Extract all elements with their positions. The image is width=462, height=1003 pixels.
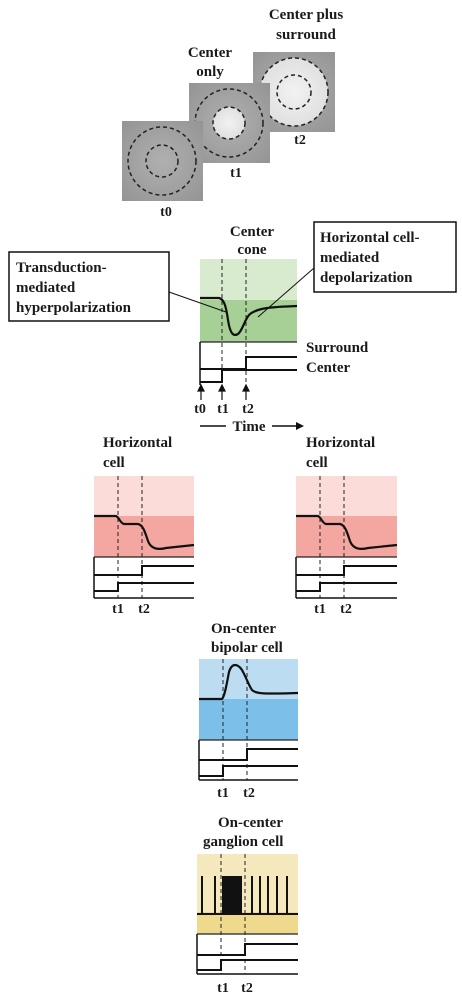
svg-text:t1: t1 xyxy=(217,981,229,996)
svg-text:On-center: On-center xyxy=(218,815,283,831)
stimulus-panel-t0 xyxy=(122,121,203,201)
cone-block: Center cone Surround Center t0 t1 t2 Tim… xyxy=(8,221,457,435)
svg-text:depolarization: depolarization xyxy=(320,270,413,286)
cone-center-step xyxy=(200,369,297,383)
time-axis-label: Time xyxy=(232,419,265,435)
cone-trace xyxy=(200,296,298,337)
svg-text:t2: t2 xyxy=(241,981,253,996)
horizontal-cell-left: Horizontal cell t1 t2 xyxy=(93,435,195,617)
label-center-plus-1: Center plus xyxy=(269,7,343,23)
cone-surround-step xyxy=(200,356,297,370)
svg-text:t1: t1 xyxy=(217,786,229,801)
svg-text:t2: t2 xyxy=(138,602,150,617)
svg-text:mediated: mediated xyxy=(16,280,76,296)
horizontal-cell-right: Horizontal cell t1 t2 xyxy=(295,435,398,617)
ganglion-cell: On-center ganglion cell t1 t2 xyxy=(196,815,298,996)
svg-text:cell: cell xyxy=(103,455,125,471)
trace-label-center: Center xyxy=(306,360,350,376)
svg-text:hyperpolarization: hyperpolarization xyxy=(16,300,132,316)
svg-text:t2: t2 xyxy=(243,786,255,801)
svg-text:t2: t2 xyxy=(340,602,352,617)
trace-label-surround: Surround xyxy=(306,340,369,356)
svg-text:cell: cell xyxy=(306,455,328,471)
label-center-only-1: Center xyxy=(188,45,232,61)
label-center-plus-2: surround xyxy=(276,27,336,43)
svg-text:mediated: mediated xyxy=(320,250,380,266)
svg-text:t1: t1 xyxy=(314,602,326,617)
panel-time-t0: t0 xyxy=(160,205,172,220)
svg-text:bipolar cell: bipolar cell xyxy=(211,640,283,656)
svg-text:Horizontal cell-: Horizontal cell- xyxy=(320,230,420,246)
time-arrows xyxy=(197,383,250,400)
panel-time-t2: t2 xyxy=(294,133,306,148)
label-center-only-2: only xyxy=(196,64,224,80)
callout-transduction: Transduction- mediated hyperpolarization xyxy=(8,251,227,322)
cone-band-light xyxy=(200,259,297,300)
panel-time-t1: t1 xyxy=(230,166,242,181)
svg-text:On-center: On-center xyxy=(211,621,276,637)
spike-train xyxy=(201,876,288,914)
cone-tick-t2: t2 xyxy=(242,402,254,417)
svg-text:Transduction-: Transduction- xyxy=(16,260,107,276)
cone-title-2: cone xyxy=(237,242,267,258)
svg-text:ganglion cell: ganglion cell xyxy=(203,834,283,850)
bipolar-cell: On-center bipolar cell t1 t2 xyxy=(198,621,299,801)
cone-tick-t0: t0 xyxy=(194,402,206,417)
cone-title-1: Center xyxy=(230,224,274,240)
callout-horizontal-depolarization: Horizontal cell- mediated depolarization xyxy=(257,221,457,318)
svg-text:Horizontal: Horizontal xyxy=(306,435,375,451)
cone-tick-t1: t1 xyxy=(217,402,229,417)
svg-text:Horizontal: Horizontal xyxy=(103,435,172,451)
svg-text:t1: t1 xyxy=(112,602,124,617)
stimulus-panels: Center plus surround Center only t2 t1 t… xyxy=(122,7,343,220)
